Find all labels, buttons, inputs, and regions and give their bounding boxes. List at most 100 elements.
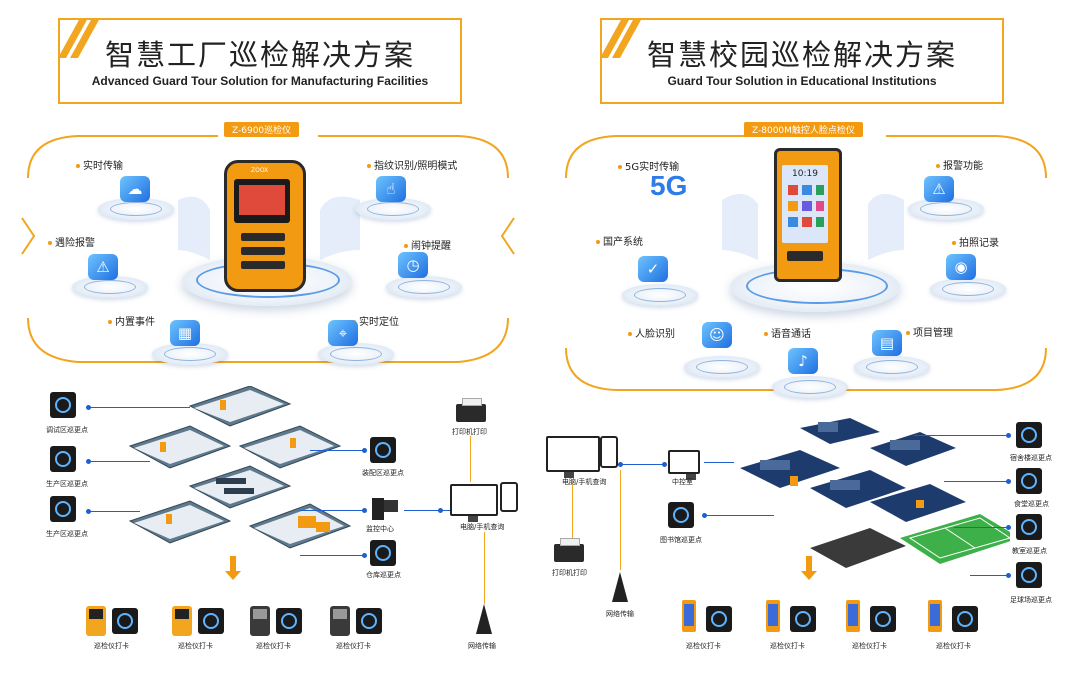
map-pin-icon: ⌖ <box>328 320 358 346</box>
factory-floor-plan <box>128 386 352 549</box>
connector-line <box>704 462 734 463</box>
document-icon: ▤ <box>872 330 902 356</box>
feature-pad <box>772 376 848 398</box>
connector-dot <box>662 462 667 467</box>
campus-title-plate: 智慧校园巡检解决方案 Guard Tour Solution in Educat… <box>600 18 1004 104</box>
checkpoint-assembly-label: 装配区巡更点 <box>362 469 404 477</box>
device-time: 10:19 <box>792 169 818 179</box>
feature-builtin-events: 内置事件 <box>108 313 155 328</box>
feature-domestic-system: 国产系统 <box>596 233 643 248</box>
connector-dot <box>86 459 91 464</box>
patrol-terminal <box>846 600 860 632</box>
checkpoint-icon <box>276 608 302 634</box>
feature-photo-record: 拍照记录 <box>952 234 999 249</box>
connector-line <box>90 407 190 408</box>
phone-icon <box>600 436 618 468</box>
factory-title-plate: 智慧工厂巡检解决方案 Advanced Guard Tour Solution … <box>58 18 462 104</box>
connector-line <box>404 510 450 511</box>
checkpoint-icon <box>668 502 694 528</box>
calendar-icon: ▦ <box>170 320 200 346</box>
connector-dot <box>1006 525 1011 530</box>
checkpoint-production1-label: 生产区巡更点 <box>46 480 88 488</box>
network-label: 网络传输 <box>468 642 496 650</box>
feature-5g-transfer: 5G实时传输 <box>618 158 679 173</box>
connector-line <box>954 527 1010 528</box>
z6900-device: ZOOX <box>224 160 306 292</box>
factory-title-en: Advanced Guard Tour Solution for Manufac… <box>91 74 429 88</box>
campus-title-cn: 智慧校园巡检解决方案 <box>646 38 957 72</box>
feature-realtime-location: 实时定位 <box>352 313 399 328</box>
microphone-icon: ♪ <box>788 348 818 374</box>
connector-dot <box>362 553 367 558</box>
feature-pad <box>908 198 984 220</box>
feature-fingerprint: 指纹识别/照明模式 <box>367 157 457 172</box>
server-tower-icon <box>372 498 384 520</box>
monitor-small-icon <box>384 500 398 512</box>
printer-label: 打印机打印 <box>552 569 587 577</box>
checkpoint-library-label: 图书馆巡更点 <box>660 536 702 544</box>
checkpoint-icon <box>1016 468 1042 494</box>
feature-pad <box>318 343 394 365</box>
patrol-device-yellow <box>86 606 106 636</box>
monitor-center-label: 监控中心 <box>366 525 394 533</box>
patrol-terminal <box>766 600 780 632</box>
checkpoint-icon <box>870 606 896 632</box>
connector-dot <box>86 509 91 514</box>
checkpoint-icon <box>952 606 978 632</box>
device-checkin-label: 巡检仪打卡 <box>94 642 129 650</box>
checkpoint-icon <box>50 496 76 522</box>
campus-solution-panel: 智慧校园巡检解决方案 Guard Tour Solution in Educat… <box>534 0 1068 679</box>
patrol-terminal <box>928 600 942 632</box>
factory-title-cn: 智慧工厂巡检解决方案 <box>104 38 415 72</box>
glass-panels <box>722 193 904 260</box>
corner-stripes-icon <box>58 18 100 58</box>
checkpoint-dorm-label: 宿舍楼巡更点 <box>1010 454 1052 462</box>
control-room-icon <box>668 450 700 480</box>
feature-frame <box>21 135 515 363</box>
phone-icon <box>500 482 518 512</box>
connector-dot <box>1006 479 1011 484</box>
connector-dot <box>618 462 623 467</box>
antenna-icon <box>476 604 492 634</box>
fingerprint-icon: ☝ <box>376 176 406 202</box>
factory-device-tag: Z-6900巡检仪 <box>224 122 300 137</box>
campus-title-en: Guard Tour Solution in Educational Insti… <box>667 74 937 88</box>
feature-pad <box>386 276 462 298</box>
checkpoint-icon <box>1016 422 1042 448</box>
feature-alarm: 报警功能 <box>936 157 983 172</box>
network-label: 网络传输 <box>606 610 634 618</box>
alarm-icon: ⚠ <box>88 254 118 280</box>
connector-dot <box>362 508 367 513</box>
feature-pad <box>684 356 760 378</box>
checkpoint-icon <box>50 392 76 418</box>
connector-line <box>572 484 573 540</box>
clock-icon: ◷ <box>398 252 428 278</box>
feature-alarm-clock: 闹钟提醒 <box>404 237 451 252</box>
checkpoint-icon <box>790 606 816 632</box>
device-checkin-label: 巡检仪打卡 <box>770 642 805 650</box>
checkpoint-icon <box>1016 514 1042 540</box>
connector-line <box>484 532 485 604</box>
feature-face-recognition: 人脸识别 <box>628 325 675 340</box>
connector-line <box>618 464 664 465</box>
glass-panels <box>178 196 360 260</box>
patrol-device-yellow <box>172 606 192 636</box>
connector-line <box>90 461 150 462</box>
checkpoint-icon <box>356 608 382 634</box>
connector-line <box>914 435 1010 436</box>
device-checkin-label: 巡检仪打卡 <box>336 642 371 650</box>
checkpoint-canteen-label: 食堂巡更点 <box>1014 500 1049 508</box>
connector-line <box>300 510 366 511</box>
cloud-transfer-icon: ☁ <box>120 176 150 202</box>
connector-line <box>310 450 366 451</box>
checkpoint-icon <box>112 608 138 634</box>
checkpoint-icon <box>1016 562 1042 588</box>
feature-pad <box>854 356 930 378</box>
checkpoint-debug-label: 调试区巡更点 <box>46 426 88 434</box>
connector-dot <box>86 405 91 410</box>
checkpoint-warehouse-label: 仓库巡更点 <box>366 571 401 579</box>
alarm-icon: ⚠ <box>924 176 954 202</box>
feature-pad <box>98 198 174 220</box>
connector-dot <box>702 513 707 518</box>
campus-floor-plan <box>740 418 1010 568</box>
